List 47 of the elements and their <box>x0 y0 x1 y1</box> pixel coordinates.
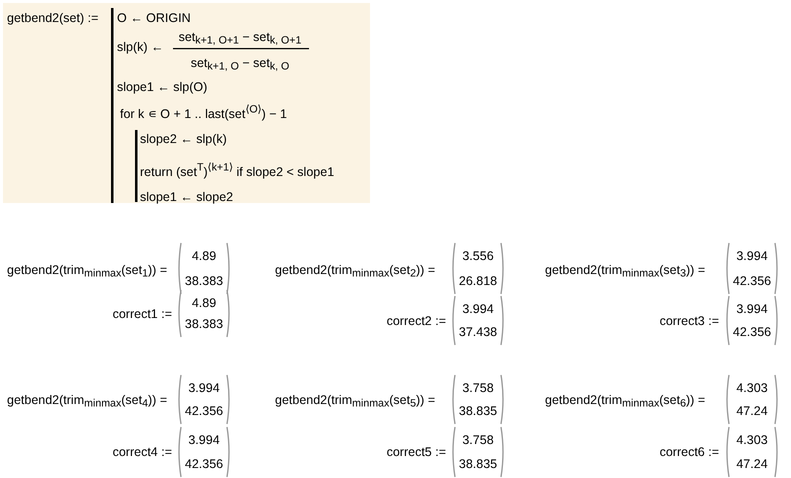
matrix-value: 4.89 <box>192 295 216 311</box>
matrix-value: 42.356 <box>184 456 224 472</box>
formula: getbend2(trim$_{minmax}$(set$_{2}$)) = <box>275 262 436 278</box>
matrix-value: 38.383 <box>184 273 224 289</box>
matrix-value: 26.818 <box>458 273 498 289</box>
program-line: slope1 ← slope2 <box>140 189 234 205</box>
program-line: slp(k) ← <box>117 39 164 55</box>
program-line: slope2 ← slp(k) <box>140 131 227 147</box>
formula: getbend2(trim$_{minmax}$(set$_{3}$)) = <box>545 262 706 278</box>
program-line: set$_{k+1, O}$ − set$_{k, O}$ <box>190 55 290 71</box>
function-definition: getbend2(set) := <box>7 10 98 26</box>
matrix-value: 47.24 <box>736 456 768 472</box>
matrix-value: 38.835 <box>458 456 498 472</box>
matrix-value: 3.994 <box>736 248 768 264</box>
program-line: set$_{k+1, O+1}$ − set$_{k, O+1}$ <box>178 29 302 45</box>
matrix-value: 37.438 <box>458 324 498 340</box>
matrix-value: 3.994 <box>736 301 768 317</box>
matrix-value: 3.994 <box>188 380 220 396</box>
matrix-value: 38.383 <box>184 316 224 332</box>
formula: getbend2(trim$_{minmax}$(set$_{1}$)) = <box>7 262 168 278</box>
program-line: return (set$^{T}$)$^{⟨k+1⟩}$ if slope2 < slope1 <box>140 164 334 180</box>
definition-label: correct4 := <box>112 444 172 460</box>
formula: getbend2(trim$_{minmax}$(set$_{4}$)) = <box>7 392 168 408</box>
matrix-value: 3.556 <box>462 248 494 264</box>
formula: getbend2(trim$_{minmax}$(set$_{6}$)) = <box>545 392 706 408</box>
definition-label: correct6 := <box>660 444 719 460</box>
definition-label: correct1 := <box>112 306 172 322</box>
definition-label: correct5 := <box>386 444 446 460</box>
matrix-value: 3.994 <box>188 432 220 448</box>
definition-label: correct2 := <box>386 312 446 328</box>
matrix-value: 42.356 <box>732 273 772 289</box>
program-line: for k ∊ O + 1 .. last(set$^{⟨O⟩}$) − 1 <box>120 106 287 122</box>
definition-label: correct3 := <box>660 312 719 328</box>
matrix-value: 4.89 <box>192 248 216 264</box>
matrix-value: 3.758 <box>462 380 494 396</box>
matrix-value: 42.356 <box>184 403 224 419</box>
matrix-value: 38.835 <box>458 403 498 419</box>
program-block <box>3 3 370 203</box>
matrix-value: 4.303 <box>736 380 768 396</box>
matrix-value: 47.24 <box>736 403 768 419</box>
matrix-value: 3.758 <box>462 432 494 448</box>
program-line: slope1 ← slp(O) <box>117 79 208 95</box>
matrix-value: 4.303 <box>736 432 768 448</box>
formula: getbend2(trim$_{minmax}$(set$_{5}$)) = <box>275 392 436 408</box>
matrix-value: 42.356 <box>732 324 772 340</box>
matrix-value: 3.994 <box>462 301 494 317</box>
program-line: O ← ORIGIN <box>117 10 191 26</box>
